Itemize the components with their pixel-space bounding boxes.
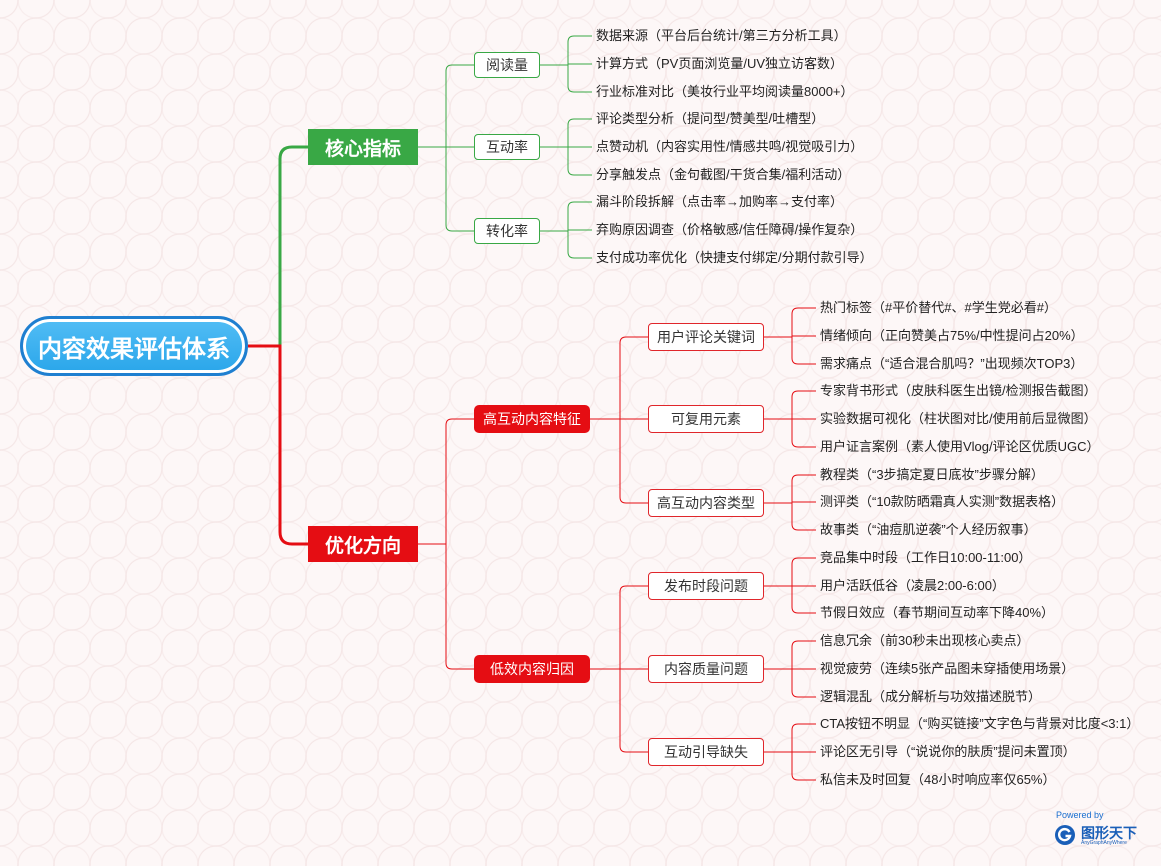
leaf-group-0-link: [791, 307, 816, 337]
node-quality-issues[interactable]: 内容质量问题: [648, 655, 764, 683]
low-link-link: [619, 585, 648, 669]
node-timing-issues[interactable]: 发布时段问题: [648, 572, 764, 600]
leaf-group-5-link: [791, 723, 816, 752]
leaf-item: 热门标签（#平价替代#、#学生党必看#）: [820, 300, 1057, 315]
leaf-item: 漏斗阶段拆解（点击率→加购率→支付率）: [596, 194, 844, 209]
root-node[interactable]: 内容效果评估体系: [20, 316, 248, 376]
high-link-link: [619, 419, 648, 504]
conv-leaf-link: [567, 229, 592, 231]
opt-link-link: [445, 418, 474, 544]
powered-by-text: Powered by: [1056, 810, 1104, 820]
root-link-red: [248, 344, 308, 546]
leaf-item: 弃购原因调查（价格敏感/信任障碍/操作复杂）: [596, 222, 864, 237]
g-logo-icon: [1055, 825, 1075, 845]
leaf-item: 测评类（“10款防晒霜真人实测”数据表格）: [820, 494, 1065, 509]
opt-link-link: [445, 544, 474, 670]
leaf-item: 竞品集中时段（工作日10:00-11:00）: [820, 550, 1032, 565]
leaf-group-2-link: [791, 503, 816, 531]
leaf-item: CTA按钮不明显（“购买链接”文字色与背景对比度<3:1）: [820, 716, 1140, 731]
leaf-group-2-link: [791, 474, 816, 503]
leaf-item: 私信未及时回复（48小时响应率仅65%）: [820, 772, 1056, 787]
brand-name: 图形天下: [1081, 825, 1137, 841]
leaf-item: 支付成功率优化（快捷支付绑定/分期付款引导）: [596, 250, 873, 265]
leaf-item: 用户活跃低谷（凌晨2:00-6:00）: [820, 578, 1005, 593]
low-link-link: [619, 669, 648, 753]
reads-leaf-link: [567, 35, 592, 65]
root-link-green: [248, 145, 308, 348]
engage-leaf-link: [567, 147, 592, 176]
brand-watermark: Powered by 图形天下 AnyGraphAnyWhere: [1054, 810, 1154, 858]
leaf-item: 数据来源（平台后台统计/第三方分析工具）: [596, 28, 847, 43]
conv-leaf-link: [567, 201, 592, 231]
brand-tagline: AnyGraphAnyWhere: [1081, 840, 1127, 846]
node-reads[interactable]: 阅读量: [474, 52, 540, 78]
leaf-item: 点赞动机（内容实用性/情感共鸣/视觉吸引力）: [596, 139, 864, 154]
node-engagement-rate[interactable]: 互动率: [474, 134, 540, 160]
node-low-efficiency-causes[interactable]: 低效内容归因: [474, 655, 590, 683]
leaf-group-4-link: [791, 640, 816, 669]
node-conversion-rate[interactable]: 转化率: [474, 218, 540, 244]
leaf-item: 信息冗余（前30秒未出现核心卖点）: [820, 633, 1030, 648]
branch-optimization[interactable]: 优化方向: [308, 526, 418, 562]
node-missing-guidance[interactable]: 互动引导缺失: [648, 738, 764, 766]
leaf-item: 专家背书形式（皮肤科医生出镜/检测报告截图）: [820, 383, 1097, 398]
leaf-item: 节假日效应（春节期间互动率下降40%）: [820, 605, 1055, 620]
leaf-item: 评论类型分析（提问型/赞美型/吐槽型）: [596, 111, 825, 126]
leaf-group-1-link: [791, 419, 816, 448]
node-comment-keywords[interactable]: 用户评论关键词: [648, 323, 764, 351]
high-link-link: [619, 336, 648, 419]
leaf-item: 计算方式（PV页面浏览量/UV独立访客数）: [596, 56, 844, 71]
branch-core-metrics[interactable]: 核心指标: [308, 129, 418, 165]
conv-leaf-link: [567, 231, 592, 259]
leaf-item: 教程类（“3步搞定夏日底妆”步骤分解）: [820, 467, 1044, 482]
leaf-group-0-link: [791, 335, 816, 337]
node-high-engagement-features[interactable]: 高互动内容特征: [474, 405, 590, 433]
engage-leaf-link: [567, 118, 592, 147]
leaf-item: 用户证言案例（素人使用Vlog/评论区优质UGC）: [820, 439, 1100, 454]
leaf-group-4-link: [791, 669, 816, 698]
core-link-link: [445, 147, 474, 232]
leaf-item: 分享触发点（金句截图/干货合集/福利活动）: [596, 167, 851, 182]
leaf-item: 实验数据可视化（柱状图对比/使用前后显微图）: [820, 411, 1097, 426]
leaf-group-0-link: [791, 337, 816, 365]
reads-leaf-link: [567, 63, 592, 65]
leaf-group-3-link: [791, 586, 816, 614]
leaf-group-3-link: [791, 557, 816, 586]
leaf-item: 故事类（“油痘肌逆袭”个人经历叙事）: [820, 522, 1037, 537]
node-reusable-elements[interactable]: 可复用元素: [648, 405, 764, 433]
node-content-types[interactable]: 高互动内容类型: [648, 489, 764, 517]
leaf-item: 需求痛点（“适合混合肌吗？”出现频次TOP3）: [820, 356, 1084, 371]
leaf-item: 评论区无引导（“说说你的肤质”提问未置顶）: [820, 744, 1076, 759]
leaf-item: 情绪倾向（正向赞美占75%/中性提问占20%）: [820, 328, 1084, 343]
leaf-item: 行业标准对比（美妆行业平均阅读量8000+）: [596, 84, 854, 99]
leaf-group-2-link: [791, 501, 816, 503]
leaf-item: 视觉疲劳（连续5张产品图未穿插使用场景）: [820, 661, 1075, 676]
leaf-group-1-link: [791, 390, 816, 419]
core-link-link: [445, 64, 474, 147]
leaf-group-5-link: [791, 752, 816, 781]
leaf-item: 逻辑混乱（成分解析与功效描述脱节）: [820, 689, 1042, 704]
reads-leaf-link: [567, 65, 592, 93]
